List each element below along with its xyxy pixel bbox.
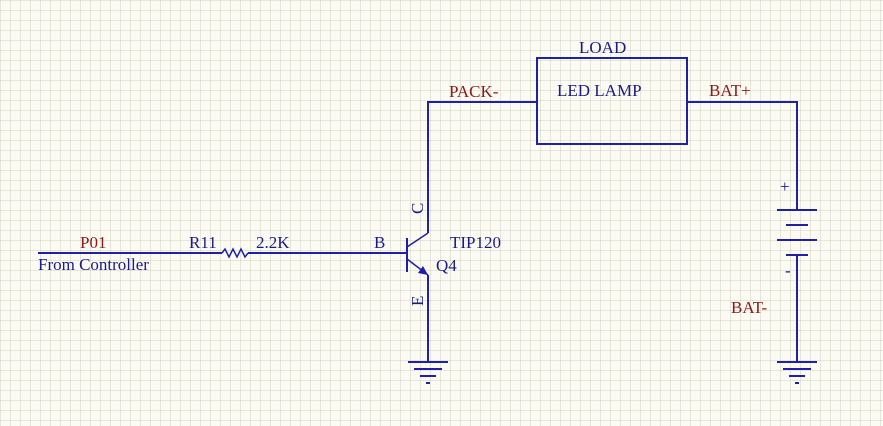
battery-minus-label: - [785, 261, 791, 280]
emitter-arrow-icon [418, 266, 428, 275]
load-title: LOAD [579, 38, 626, 57]
pin-base-label: B [374, 233, 385, 252]
battery-plus-label: + [780, 177, 790, 196]
transistor-part: TIP120 [450, 233, 501, 252]
transistor-designator: Q4 [436, 256, 457, 275]
resistor-r11 [221, 247, 249, 259]
resistor-value: 2.2K [256, 233, 290, 252]
net-label-bat-pos: BAT+ [709, 81, 751, 100]
transistor-collector-lead [406, 232, 429, 248]
from-controller-label: From Controller [38, 255, 149, 274]
ground-symbol-emitter [408, 361, 448, 384]
net-label-p01: P01 [80, 233, 106, 252]
pin-collector-label: C [408, 203, 427, 214]
pin-emitter-label: E [408, 296, 427, 306]
net-label-bat-neg: BAT- [731, 298, 768, 317]
ground-symbol-battery [777, 361, 817, 384]
resistor-designator: R11 [189, 233, 217, 252]
bat-pos-wire [687, 101, 798, 210]
load-box [536, 57, 688, 145]
battery-symbol [777, 209, 817, 256]
net-label-pack-neg: PACK- [449, 82, 499, 101]
collector-wire [427, 101, 537, 233]
load-label: LED LAMP [557, 81, 642, 100]
transistor-q4 [406, 232, 429, 276]
